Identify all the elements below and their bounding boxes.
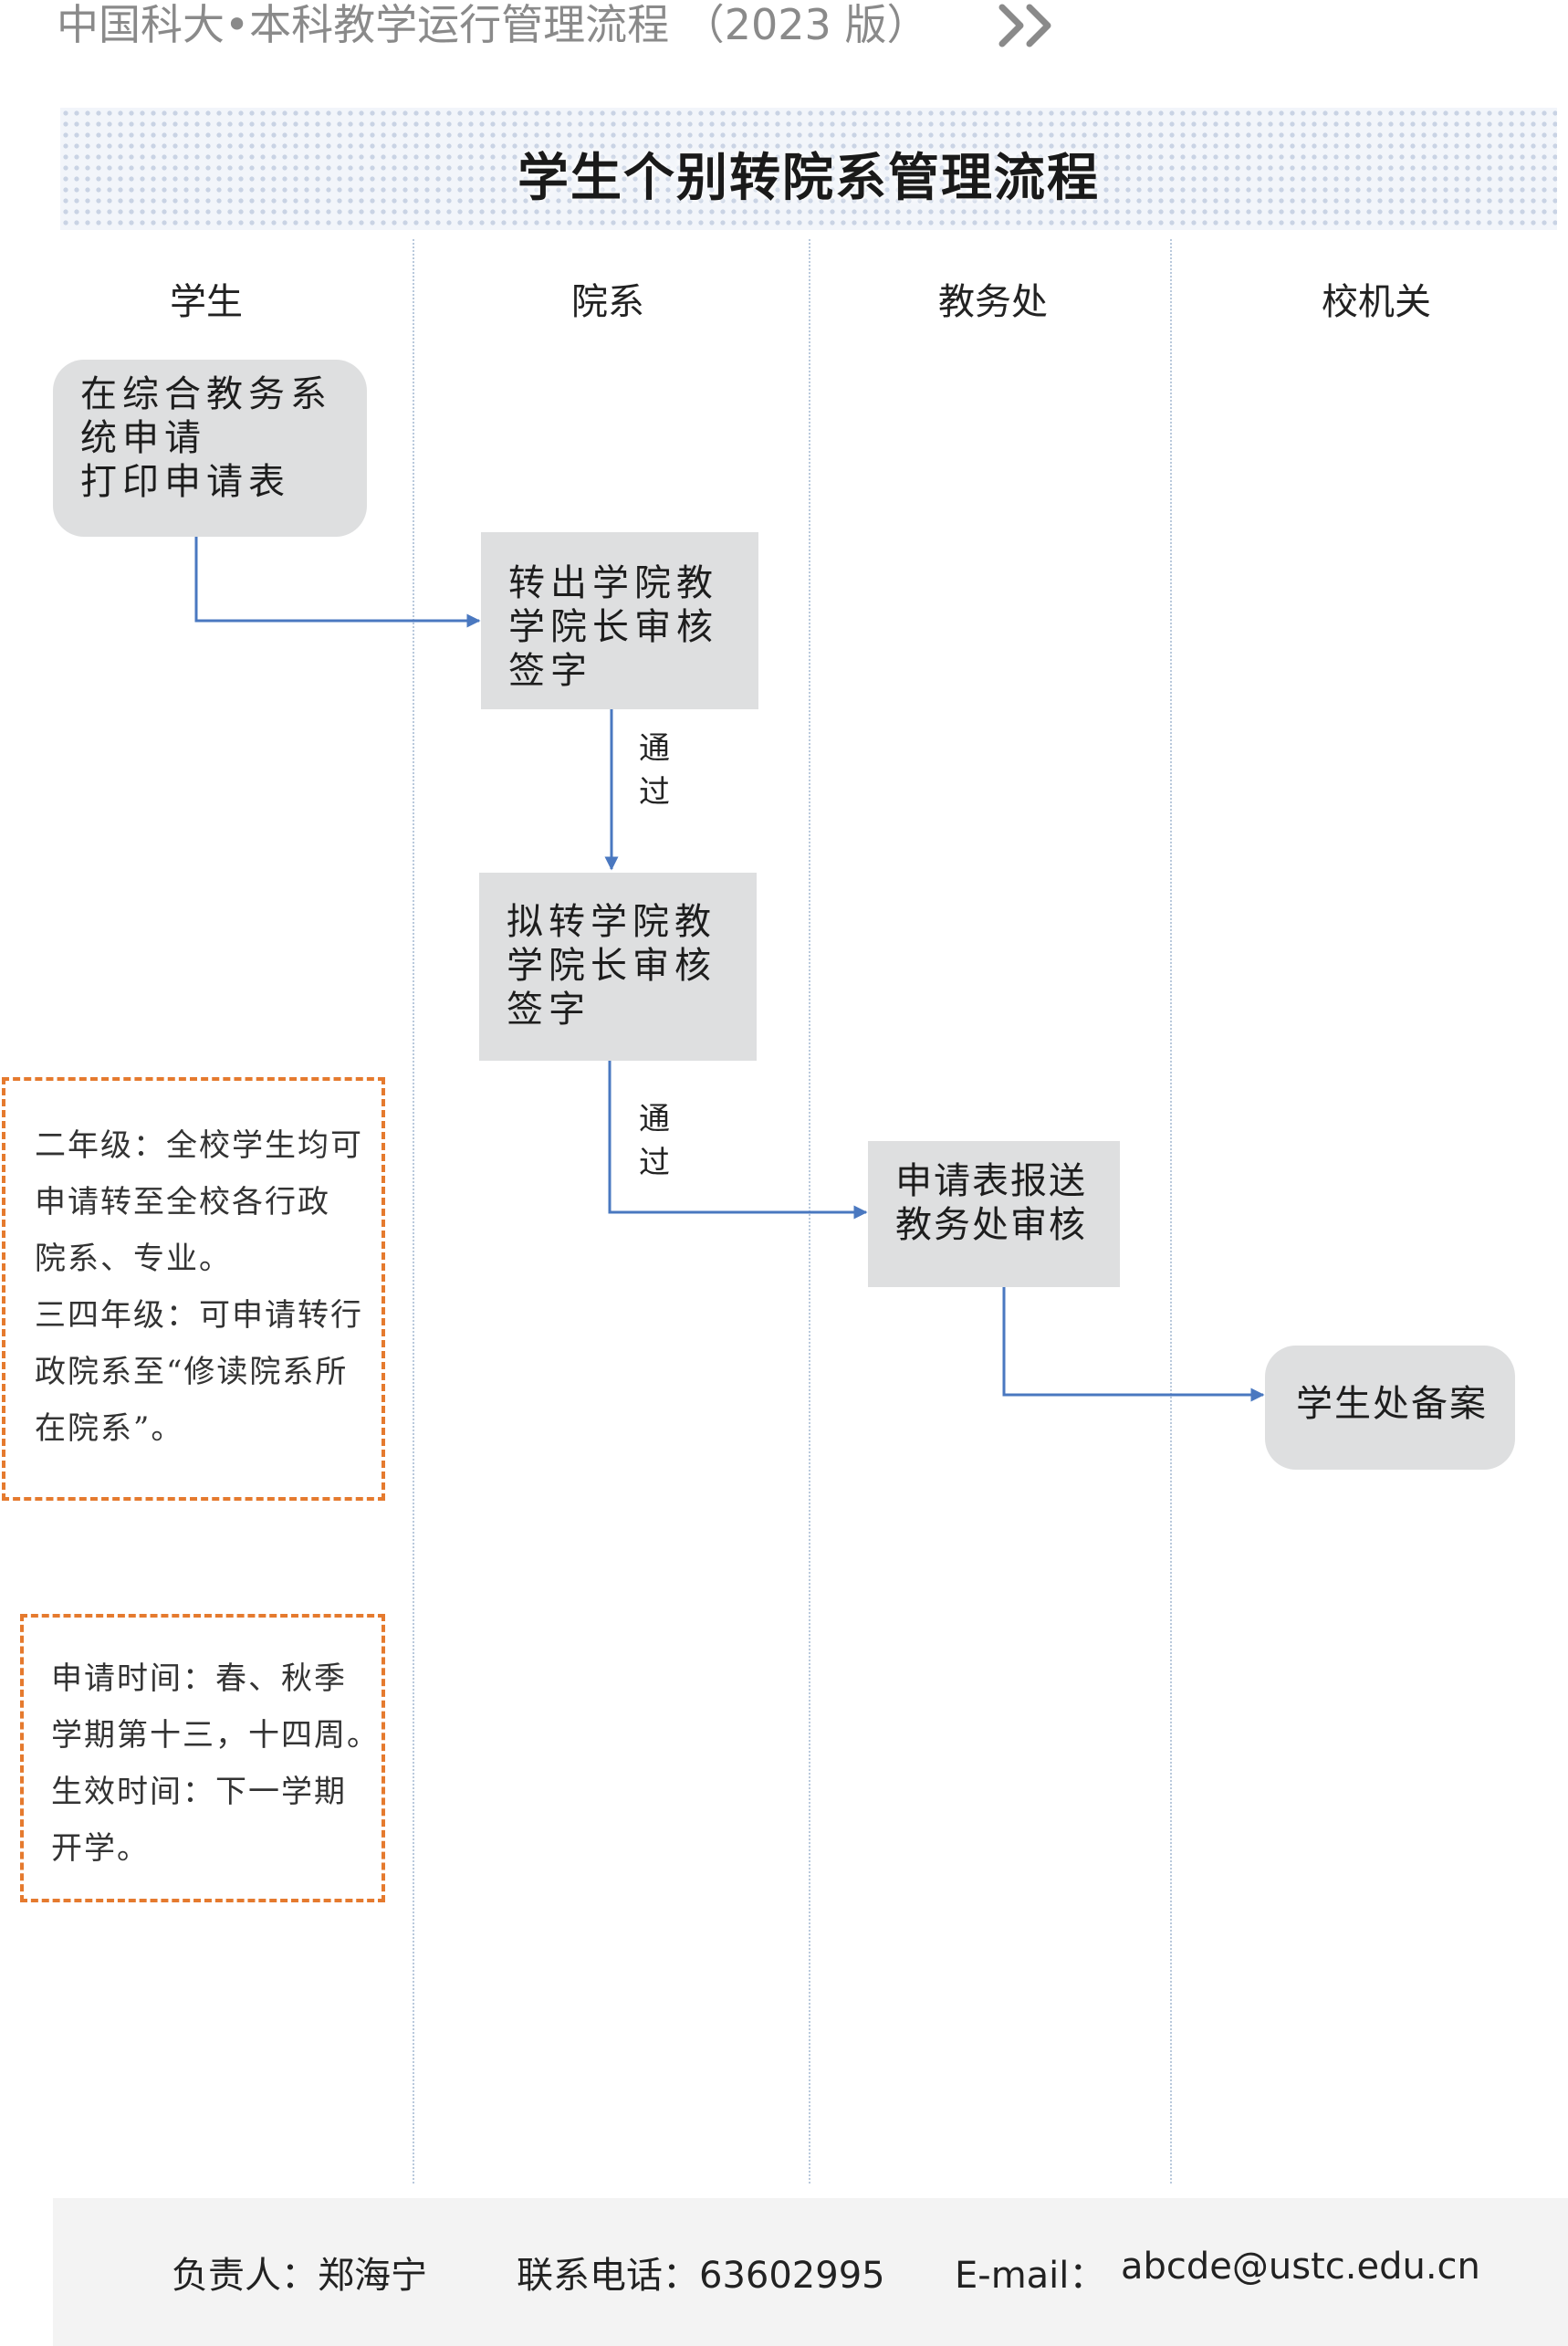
note-time-rules: 申请时间：春、秋季 学期第十三，十四周。 生效时间：下一学期 开学。 <box>20 1614 385 1902</box>
node-transfer-out-label: 转出学院教 学院长审核 签字 <box>508 562 718 692</box>
node-record-label: 学生处备案 <box>1296 1383 1488 1425</box>
lane-header-academic-affairs: 教务处 <box>938 281 1048 323</box>
lane-separator <box>413 239 414 2184</box>
node-student-office-record: 学生处备案 <box>1265 1346 1515 1470</box>
edge-label-pass: 通 过 <box>639 730 670 811</box>
footer-email-label: E-mail： <box>955 2255 1106 2297</box>
node-apply-online: 在综合教务系 统申请 打印申请表 <box>53 360 367 537</box>
node-transfer-out-approval: 转出学院教 学院长审核 签字 <box>481 532 758 709</box>
node-transfer-in-approval: 拟转学院教 学院长审核 签字 <box>479 873 757 1061</box>
title-band <box>60 108 1557 230</box>
node-transfer-in-label: 拟转学院教 学院长审核 签字 <box>507 901 716 1031</box>
footer-contact-person: 负责人：郑海宁 <box>172 2255 427 2297</box>
lane-header-department: 院系 <box>571 281 644 323</box>
header-title: 中国科大•本科教学运行管理流程 （2023 版） <box>57 0 929 49</box>
edge-label-pass: 通 过 <box>639 1101 670 1181</box>
node-submit-to-academic-affairs: 申请表报送 教务处审核 <box>868 1141 1120 1287</box>
node-apply-online-label: 在综合教务系 统申请 打印申请表 <box>80 373 332 503</box>
double-chevron-right-icon <box>998 4 1051 47</box>
arrow-submit-to-record <box>1002 1287 1265 1402</box>
arrow-apply-to-transfer-out <box>194 537 481 628</box>
node-submit-label: 申请表报送 教务处审核 <box>895 1160 1087 1246</box>
lane-header-student: 学生 <box>170 281 243 323</box>
note-grade-rules: 二年级：全校学生均可 申请转至全校各行政 院系、专业。 三四年级：可申请转行 政… <box>2 1077 385 1501</box>
lane-header-university-office: 校机关 <box>1322 281 1431 323</box>
footer-email-link[interactable]: abcde@ustc.edu.cn <box>1121 2246 1480 2288</box>
footer-bar <box>53 2198 1568 2346</box>
arrow-transfer-in-to-submit <box>608 1061 868 1220</box>
diagram-title: 学生个别转院系管理流程 <box>517 149 1100 208</box>
footer-phone: 联系电话：63602995 <box>517 2255 885 2297</box>
lane-separator <box>1170 239 1172 2184</box>
